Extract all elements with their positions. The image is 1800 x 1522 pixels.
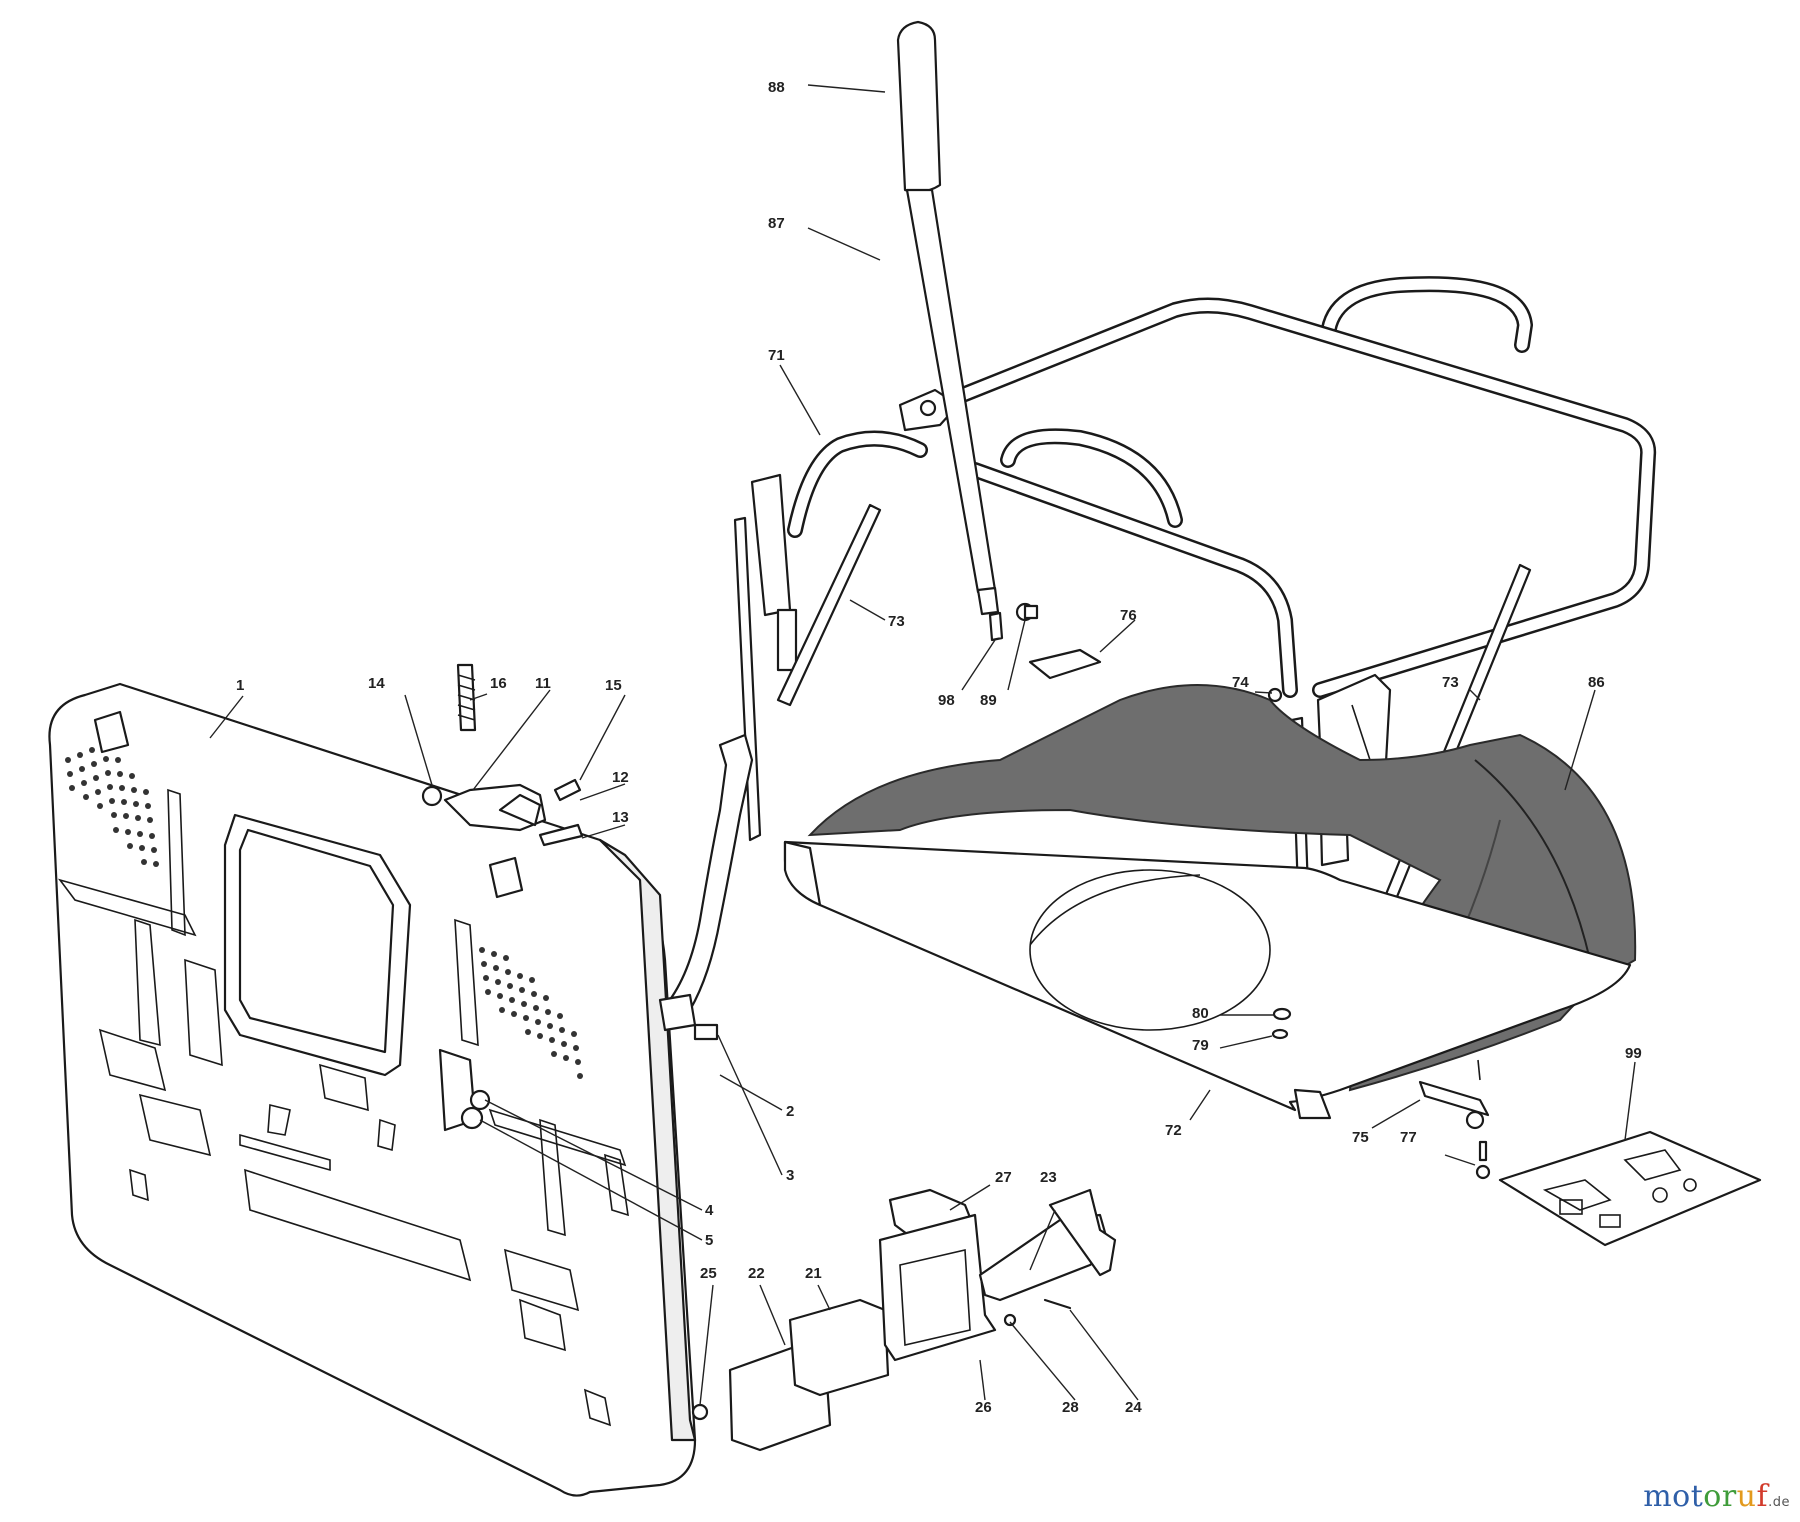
callout-73-right: 73 bbox=[1442, 674, 1459, 691]
callout-28: 28 bbox=[1062, 1399, 1079, 1416]
logo-part-3: u bbox=[1736, 1479, 1757, 1514]
callout-13: 13 bbox=[612, 809, 629, 826]
logo-tld: .de bbox=[1768, 1495, 1790, 1510]
callout-3: 3 bbox=[786, 1167, 794, 1184]
callout-1: 1 bbox=[236, 677, 244, 694]
callout-77: 77 bbox=[1400, 1129, 1417, 1146]
callout-72: 72 bbox=[1165, 1122, 1182, 1139]
switch-assembly bbox=[691, 1188, 1117, 1452]
callout-4: 4 bbox=[705, 1202, 714, 1219]
callout-76: 76 bbox=[1120, 607, 1137, 624]
callout-74: 74 bbox=[1232, 674, 1249, 691]
callout-23: 23 bbox=[1040, 1169, 1057, 1186]
logo-part-4: f bbox=[1756, 1479, 1769, 1514]
callout-16: 16 bbox=[490, 675, 507, 692]
callout-27: 27 bbox=[995, 1169, 1012, 1186]
callout-11: 11 bbox=[535, 675, 551, 692]
leader-lines bbox=[209, 84, 1636, 1406]
callout-75: 75 bbox=[1352, 1129, 1369, 1146]
lever-assembly bbox=[896, 20, 1000, 616]
vent-grid-left bbox=[65, 747, 159, 867]
callout-12: 12 bbox=[612, 769, 629, 786]
callout-24: 24 bbox=[1125, 1399, 1142, 1416]
callout-14: 14 bbox=[368, 675, 385, 692]
callout-26: 26 bbox=[975, 1399, 992, 1416]
callout-labels: 88 87 71 73 76 98 89 74 73 86 1 14 16 11… bbox=[236, 79, 1642, 1416]
side-panel bbox=[48, 682, 697, 1497]
bottom-tray bbox=[783, 602, 1632, 1180]
callout-80: 80 bbox=[1192, 1005, 1209, 1022]
logo-part-1: mot bbox=[1643, 1479, 1704, 1514]
callout-5: 5 bbox=[705, 1232, 713, 1249]
lever-2 bbox=[658, 733, 754, 1041]
callout-99: 99 bbox=[1625, 1045, 1642, 1062]
callout-79: 79 bbox=[1192, 1037, 1209, 1054]
spring-linkage bbox=[421, 663, 584, 847]
callout-15: 15 bbox=[605, 677, 622, 694]
callout-2: 2 bbox=[786, 1103, 794, 1120]
hardware-kit-bag bbox=[1498, 1130, 1762, 1247]
vent-grid-right bbox=[479, 947, 583, 1079]
callout-71: 71 bbox=[768, 347, 785, 364]
callout-73: 73 bbox=[888, 613, 905, 630]
callout-88: 88 bbox=[768, 79, 785, 96]
watermark-logo: motoruf.de bbox=[1643, 1479, 1790, 1514]
callout-89: 89 bbox=[980, 692, 997, 709]
callout-87: 87 bbox=[768, 215, 785, 232]
callout-25: 25 bbox=[700, 1265, 717, 1282]
logo-part-2: or bbox=[1703, 1479, 1737, 1514]
callout-98: 98 bbox=[938, 692, 955, 709]
callout-86: 86 bbox=[1588, 674, 1605, 691]
callout-21: 21 bbox=[805, 1265, 822, 1282]
callout-22: 22 bbox=[748, 1265, 765, 1282]
